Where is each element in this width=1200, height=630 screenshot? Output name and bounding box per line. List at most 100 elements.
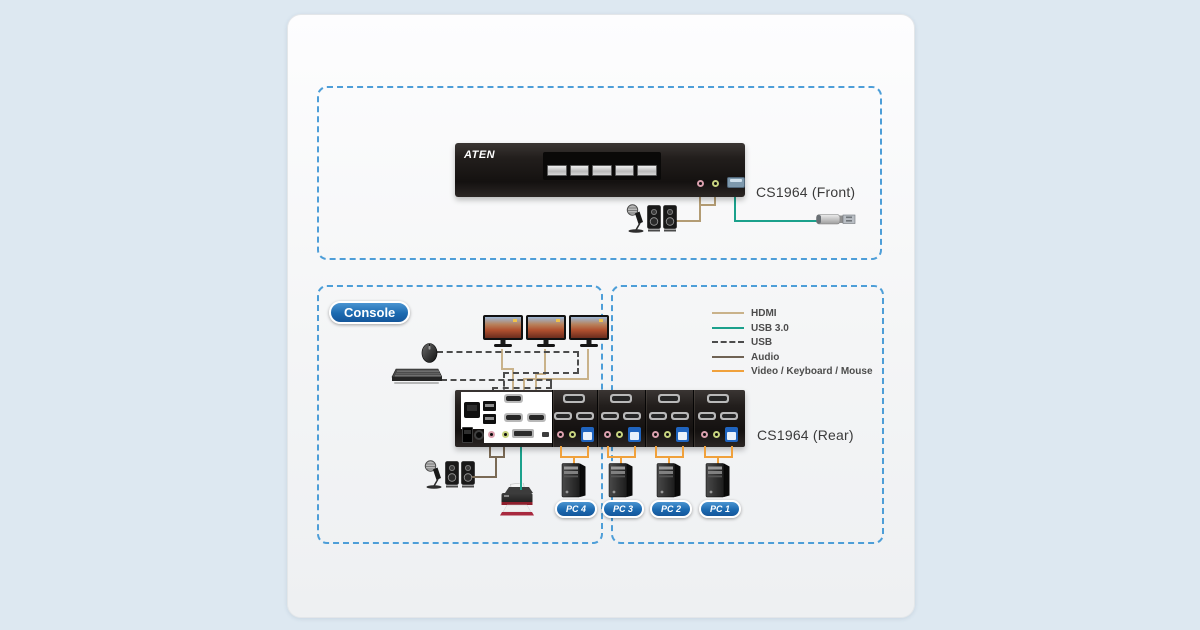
vkm-cable [655, 446, 657, 458]
microphone-icon [423, 459, 445, 489]
monitor-icon [483, 315, 523, 349]
usb-mouse-port [483, 414, 496, 424]
legend-label: Audio [751, 351, 780, 363]
usb3-cable [734, 186, 736, 222]
dc-power-jack [474, 430, 484, 440]
vkm-line-swatch [712, 370, 744, 372]
hdmi-cable [535, 373, 546, 375]
rear-device-label: CS1964 (Rear) [757, 427, 854, 443]
port-pushbutton [637, 165, 657, 176]
pc4-hdmi-port [554, 412, 572, 420]
pc1-hdmi-port [720, 412, 738, 420]
hdmi-cable [587, 349, 589, 380]
hdmi-cable [544, 349, 546, 375]
keyboard-icon [390, 365, 442, 387]
pc3-hdmi-port [601, 412, 619, 420]
hdmi-cable [523, 378, 589, 380]
audio-cable [676, 220, 701, 222]
pc2-badge: PC 2 [650, 500, 692, 518]
pc1-hdmi-port [707, 394, 729, 403]
vkm-cable [634, 446, 636, 458]
pc-tower-icon [654, 462, 684, 498]
usb-line-swatch [712, 341, 744, 343]
pc3-mic-jack [604, 431, 611, 438]
legend-label: USB 3.0 [751, 322, 789, 334]
pc3-badge: PC 3 [602, 500, 644, 518]
console-hdmi-port [504, 394, 523, 403]
vkm-cable [717, 456, 719, 465]
audio-cable [495, 456, 497, 478]
audio-line-swatch [712, 356, 744, 358]
kvm-switch-front: ATEN [455, 143, 745, 197]
pushbutton-row [547, 165, 657, 176]
pc4-hdmi-port [576, 412, 594, 420]
speakers-icon [647, 204, 677, 232]
pc2-mic-jack [652, 431, 659, 438]
pc3-audio-jack [616, 431, 623, 438]
pc2-hdmi-port [671, 412, 689, 420]
pc1-audio-jack [713, 431, 720, 438]
front-device-label: CS1964 (Front) [756, 184, 856, 200]
vkm-cable [668, 456, 670, 465]
hdmi-cable [512, 368, 514, 398]
console-usb3-port [512, 429, 534, 438]
pc2-audio-jack [664, 431, 671, 438]
section-divider [552, 390, 553, 447]
section-divider [693, 390, 694, 447]
monitor-icon [526, 315, 566, 349]
console-mic-jack [488, 431, 495, 438]
pc2-usb3-port [676, 427, 689, 442]
port-pushbutton [569, 165, 590, 176]
vkm-cable [607, 446, 609, 458]
section-divider [645, 390, 646, 447]
mouse-icon [421, 342, 438, 363]
legend-row-audio: Audio [712, 351, 779, 363]
audio-cable [489, 444, 491, 458]
usb-cable-dashed [550, 379, 552, 389]
pc-tower-icon [703, 462, 733, 498]
port-pushbutton [614, 165, 635, 176]
vkm-cable [704, 446, 706, 458]
vkm-cable [731, 446, 733, 458]
pc1-badge: PC 1 [699, 500, 741, 518]
vkm-cable [560, 446, 562, 458]
hdmi-cable [501, 368, 514, 370]
speakers-icon [445, 460, 475, 488]
legend-label: USB [751, 336, 773, 348]
usb-flash-drive-icon [816, 211, 856, 227]
vkm-cable [682, 446, 684, 458]
audio-cable [699, 188, 701, 206]
usb3-cable [734, 220, 818, 222]
printer-icon [498, 483, 536, 517]
port-pushbutton [547, 165, 567, 176]
audio-jack-port [712, 180, 719, 187]
pc4-hdmi-port [563, 394, 585, 403]
pc1-usb3-port [725, 427, 738, 442]
vkm-cable [573, 456, 575, 465]
usb3-line-swatch [712, 327, 744, 329]
monitor-icon [569, 315, 609, 349]
usb-cable-dashed [503, 372, 579, 374]
pc2-hdmi-port [658, 394, 680, 403]
microphone-icon [625, 203, 647, 233]
audio-cable [714, 188, 716, 206]
usb-peripheral-port [727, 177, 745, 188]
rj45-port [464, 402, 480, 418]
usb-cable-dashed [437, 351, 579, 353]
port-pushbutton [592, 165, 612, 176]
usb-cable-dashed [492, 387, 552, 389]
usb-cable-dashed [441, 379, 552, 381]
hdmi-cable [501, 349, 503, 368]
vkm-cable [620, 456, 622, 465]
mic-jack-port [697, 180, 704, 187]
console-badge: Console [329, 301, 411, 324]
pc3-hdmi-port [610, 394, 632, 403]
console-hdmi-port [504, 413, 523, 422]
section-divider [597, 390, 598, 447]
pc4-usb3-port [581, 427, 594, 442]
usb3-cable [520, 444, 522, 490]
legend-label: Video / Keyboard / Mouse [751, 365, 873, 377]
usb-cable-dashed [577, 351, 579, 374]
aten-logo: ATEN [464, 149, 496, 161]
